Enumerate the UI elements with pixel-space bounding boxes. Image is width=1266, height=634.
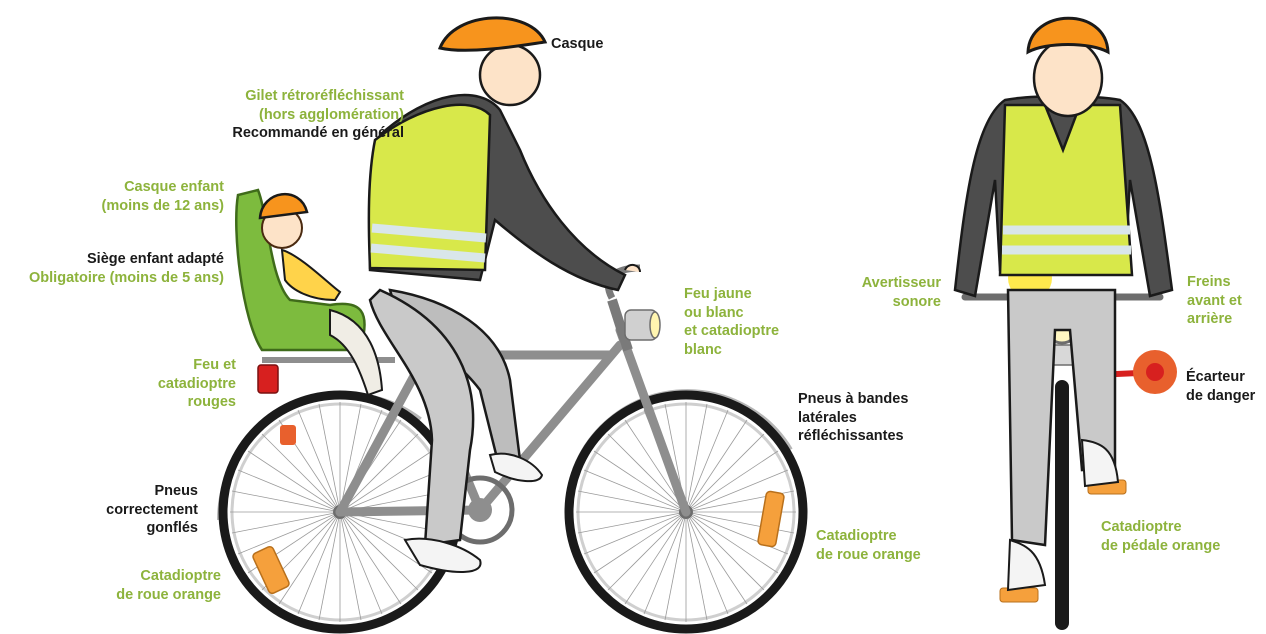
rear-light [258, 365, 278, 393]
label-freins: Freins avant et arrière [1187, 273, 1242, 329]
child-body [282, 250, 340, 300]
label-catadioptre-roue-arriere: Catadioptre de roue orange [116, 567, 221, 604]
front-wheel-reflector [757, 491, 784, 547]
label-catadioptre-pedale: Catadioptre de pédale orange [1101, 518, 1220, 555]
label-gilet: Gilet rétroréfléchissant (hors aggloméra… [232, 87, 404, 143]
child-helmet [260, 194, 307, 218]
label-siege-enfant: Siège enfant adapté Obligatoire (moins d… [29, 250, 224, 287]
front-light [625, 310, 660, 340]
rider-head [480, 45, 540, 105]
label-catadioptre-roue-avant: Catadioptre de roue orange [816, 527, 921, 564]
rider-helmet [440, 18, 545, 50]
label-feu-jaune: Feu jaune ou blanc et catadioptre blanc [684, 285, 779, 359]
label-avertisseur: Avertisseur sonore [862, 274, 941, 311]
label-feu-rouge: Feu et catadioptre rouges [158, 356, 236, 412]
label-casque-enfant: Casque enfant (moins de 12 ans) [102, 178, 224, 215]
rider-shoe-back [490, 454, 542, 481]
rear-wheel-reflector [252, 545, 291, 594]
label-pneus-bandes: Pneus à bandes latérales réfléchissantes [798, 390, 908, 446]
label-casque: Casque [551, 35, 603, 54]
rear-reflector [280, 425, 296, 445]
label-pneus-gonfles: Pneus correctement gonflés [106, 482, 198, 538]
label-ecarteur: Écarteur de danger [1186, 368, 1255, 405]
child-leg [330, 310, 382, 395]
rider-shoe-front [405, 539, 481, 572]
